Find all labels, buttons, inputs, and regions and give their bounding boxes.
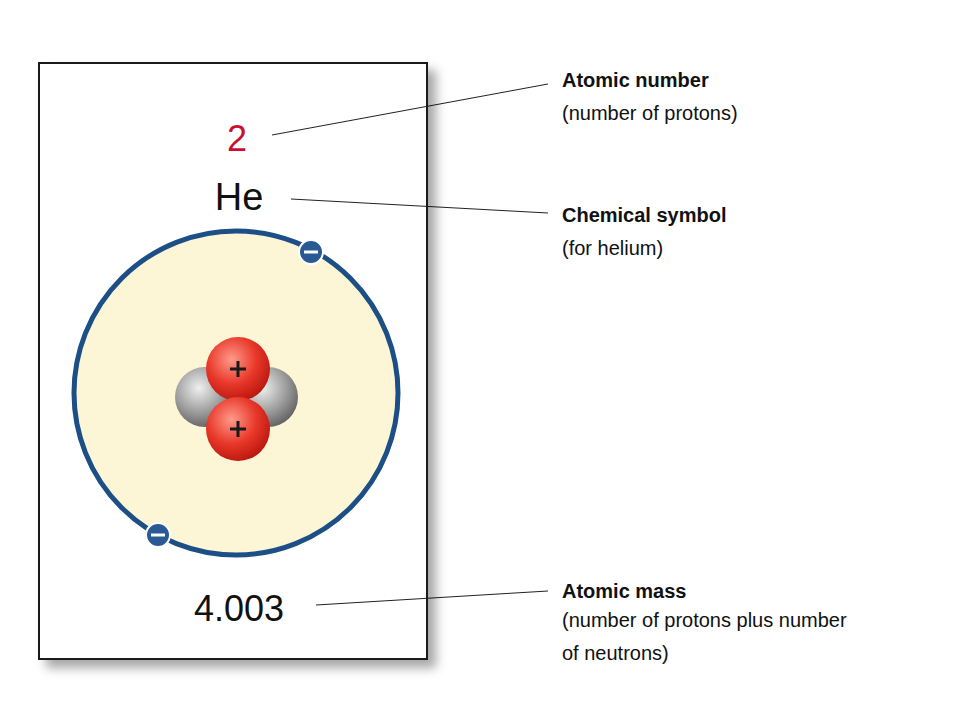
leader-line: [272, 84, 548, 135]
callout-heading: Atomic mass: [562, 579, 687, 603]
callout-note: (number of protons plus number of neutro…: [562, 604, 847, 670]
callout-note: (for helium): [562, 236, 663, 260]
atomic-mass: 4.003: [194, 591, 284, 627]
proton: [206, 337, 270, 401]
element-card: 2He 4.003: [38, 62, 428, 660]
electron: [146, 523, 170, 547]
electron: [299, 240, 323, 264]
callout-heading: Chemical symbol: [562, 203, 727, 227]
atomic-number: 2: [227, 121, 247, 157]
leader-line: [316, 591, 548, 605]
leader-line: [291, 199, 548, 213]
chemical-symbol: He: [215, 178, 264, 216]
proton: [206, 397, 270, 461]
electron-orbit: [74, 231, 398, 555]
callout-heading: Atomic number: [562, 68, 709, 92]
callout-note: (number of protons): [562, 101, 738, 125]
